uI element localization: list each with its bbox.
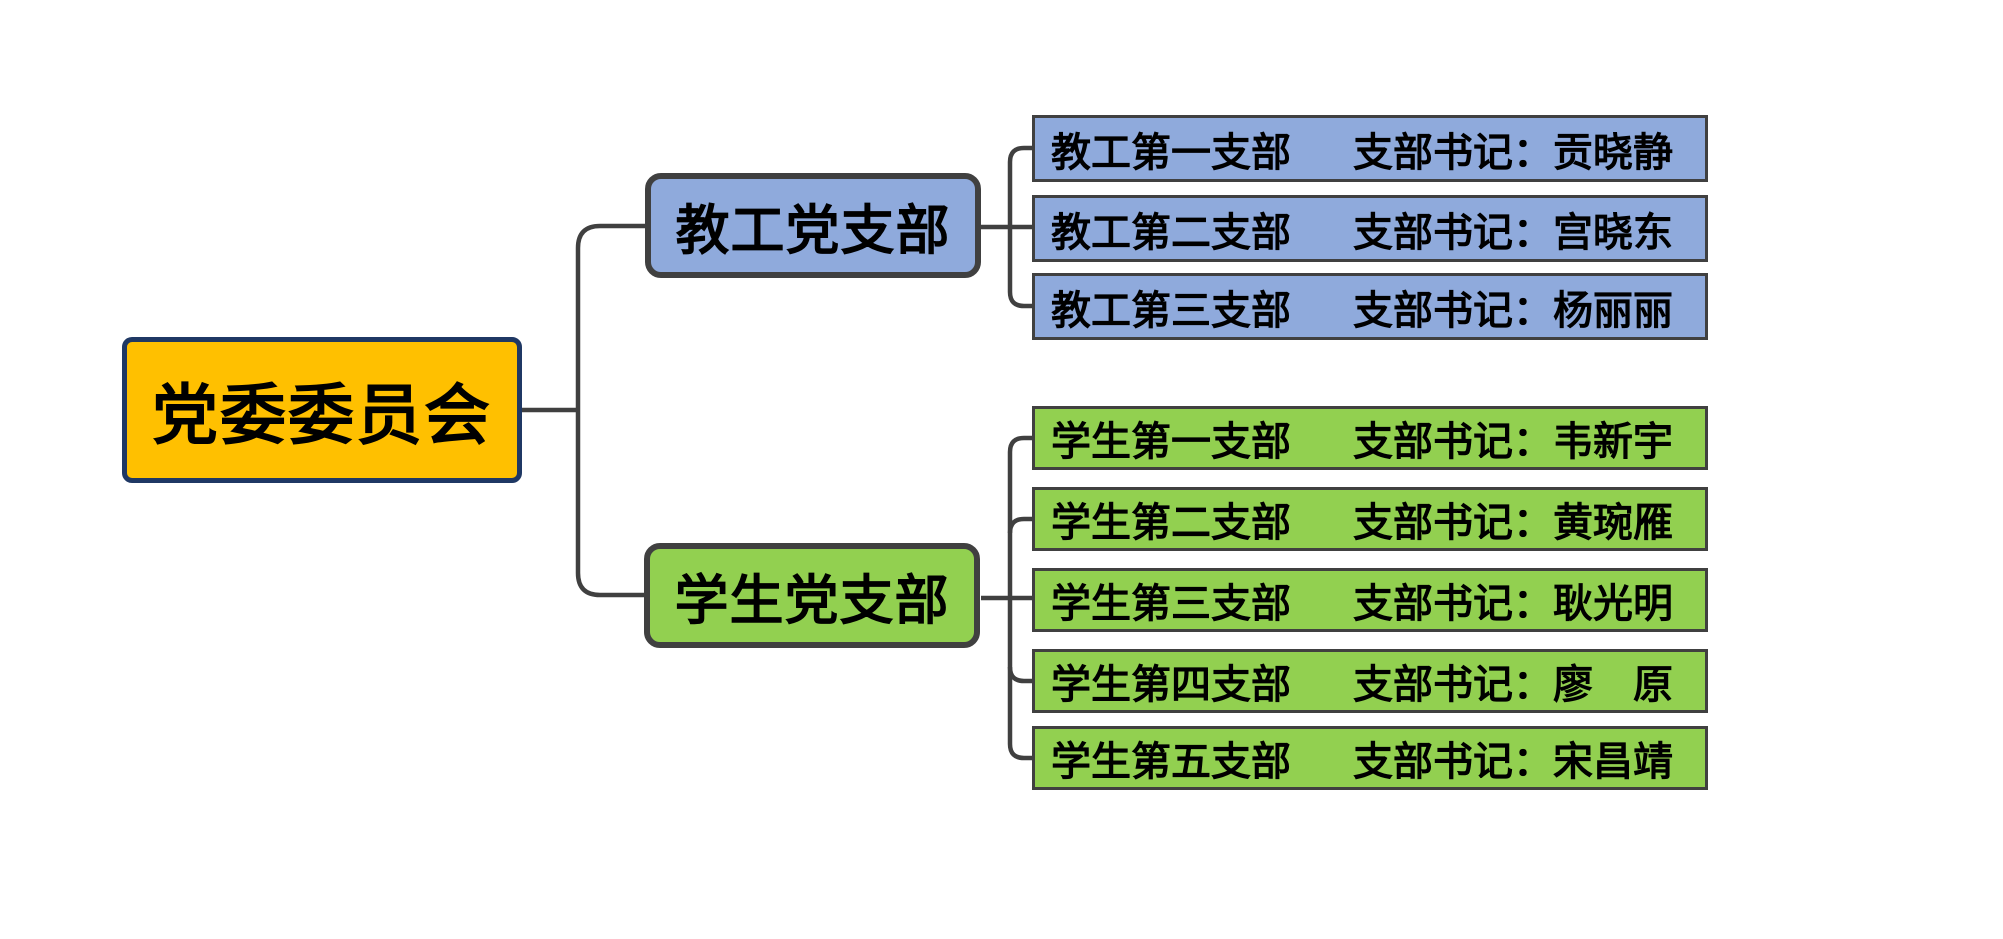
connector-root-to-green-branch — [575, 410, 644, 598]
leaf-unit-label: 学生第三支部 — [1051, 582, 1291, 626]
leaf-node-student-1: 学生第一支部 支部书记：韦新宇 — [1032, 406, 1708, 470]
leaf-node-student-3: 学生第三支部 支部书记：耿光明 — [1032, 568, 1708, 632]
connector-green-up — [1007, 435, 1032, 598]
leaf-secretary-label: 支部书记：杨丽丽 — [1353, 288, 1673, 333]
connector-green-leaf4 — [1007, 666, 1032, 684]
leaf-node-faculty-1: 教工第一支部 支部书记：贡晓静 — [1032, 115, 1708, 182]
leaf-unit-label: 学生第二支部 — [1051, 501, 1291, 545]
leaf-node-student-5: 学生第五支部 支部书记：宋昌靖 — [1032, 726, 1708, 790]
branch-node-student: 学生党支部 — [644, 543, 980, 648]
branch-node-faculty: 教工党支部 — [645, 173, 981, 278]
root-node-party-committee: 党委委员会 — [122, 337, 522, 483]
leaf-secretary-label: 支部书记：宫晓东 — [1353, 210, 1673, 255]
branch-node-label: 学生党支部 — [674, 571, 950, 631]
leaf-unit-label: 学生第一支部 — [1051, 420, 1291, 464]
connector-blue-up — [1007, 145, 1032, 227]
leaf-unit-label: 教工第一支部 — [1051, 130, 1291, 175]
connector-green-down — [1007, 598, 1032, 761]
leaf-node-student-4: 学生第四支部 支部书记：廖 原 — [1032, 649, 1708, 713]
leaf-unit-label: 教工第二支部 — [1051, 210, 1291, 255]
leaf-secretary-label: 支部书记：韦新宇 — [1353, 420, 1673, 464]
leaf-unit-label: 学生第四支部 — [1051, 663, 1291, 707]
leaf-secretary-label: 支部书记：宋昌靖 — [1353, 740, 1673, 784]
leaf-node-student-2: 学生第二支部 支部书记：黄琬雁 — [1032, 487, 1708, 551]
leaf-unit-label: 学生第五支部 — [1051, 740, 1291, 784]
leaf-node-faculty-2: 教工第二支部 支部书记：宫晓东 — [1032, 195, 1708, 262]
leaf-secretary-label: 支部书记：贡晓静 — [1353, 130, 1673, 175]
leaf-secretary-label: 支部书记：黄琬雁 — [1353, 501, 1673, 545]
root-node-label: 党委委员会 — [152, 378, 492, 452]
connector-root-to-blue-branch — [575, 223, 645, 410]
leaf-secretary-label: 支部书记：耿光明 — [1353, 582, 1673, 626]
connector-blue-down — [1007, 227, 1032, 309]
leaf-unit-label: 教工第三支部 — [1051, 288, 1291, 333]
leaf-secretary-label: 支部书记：廖 原 — [1353, 663, 1673, 707]
connector-green-leaf2 — [1007, 516, 1032, 534]
leaf-node-faculty-3: 教工第三支部 支部书记：杨丽丽 — [1032, 273, 1708, 340]
branch-node-label: 教工党支部 — [675, 201, 951, 261]
